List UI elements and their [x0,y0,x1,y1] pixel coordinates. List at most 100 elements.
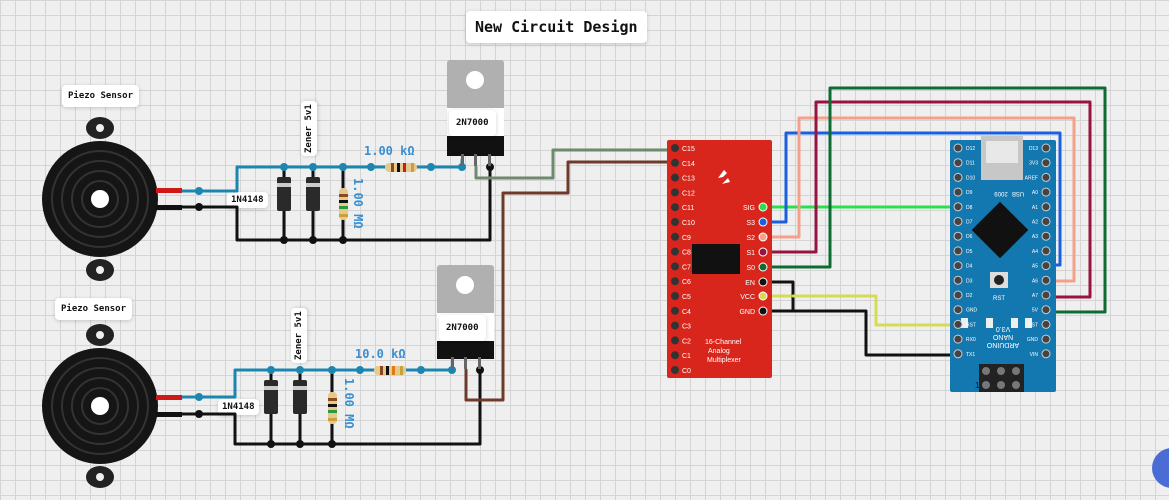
resistor-1m-1[interactable] [339,188,348,220]
nano-pin-label: RST [966,322,976,328]
wire-vcc-5v [761,294,959,327]
wire-mosfet2-c14 [464,160,676,402]
nano-pin-right-a3[interactable] [1041,231,1051,241]
zener-diode-2[interactable] [293,380,307,414]
mux-pin-c2[interactable] [671,336,679,345]
nano-pin-left-rst[interactable] [953,319,963,329]
nano-pin-right-a0[interactable] [1041,187,1051,197]
mux-pin-gnd[interactable] [758,306,768,316]
mux-pin-c10[interactable] [671,218,679,226]
nano-pin-label: GND [966,308,978,314]
mux-pin-label: C14 [682,161,695,168]
nano-usb-text: USB [1012,190,1024,196]
zener-diode-1[interactable] [306,177,320,211]
nano-pin-left-d10[interactable] [953,172,963,182]
piezo-sensor-2[interactable] [42,324,182,488]
nano-pin-left-d5[interactable] [953,246,963,256]
diode-1n4148-2[interactable] [264,380,278,414]
mux-pin-label: C11 [682,205,694,212]
diode-label-1: 1N4148 [227,192,268,208]
nano-year: 2009 [994,190,1008,196]
nano-pin-right-3v3[interactable] [1041,158,1051,168]
nano-pin-right-a2[interactable] [1041,217,1051,226]
resistor-1m-2[interactable] [328,392,337,424]
mux-pin-c0[interactable] [671,366,679,374]
mux-pin-c12[interactable] [671,188,679,197]
nano-pin-right-5v[interactable] [1041,305,1051,315]
mux-pin-c1[interactable] [671,351,679,360]
nano-pin-label: 5V [1032,308,1039,314]
nano-pin-right-d13[interactable] [1041,143,1051,153]
nano-pin-label: D2 [966,293,973,299]
nano-pin-label: RX0 [966,337,976,343]
mux-pin-label: C10 [682,220,695,227]
mux-pin-s2[interactable] [758,232,768,242]
nano-pin-left-tx1[interactable] [953,349,963,359]
nano-board-text-3: V3.0 [996,325,1011,332]
mux-pin-en[interactable] [758,277,768,287]
resistor-1k[interactable] [385,163,417,172]
nano-rst-label: RST [993,296,1005,302]
mux-pin-label: VCC [740,294,755,301]
nano-pin-right-a5[interactable] [1041,261,1051,271]
mux-pin-s1[interactable] [758,247,768,257]
resistor-value-2: 10.0 kΩ [355,347,406,361]
nano-pin-left-d2[interactable] [953,290,963,300]
nano-pin-right-a1[interactable] [1041,202,1051,212]
mux-pin-label: C8 [682,250,691,257]
mux-pin-c11[interactable] [671,203,679,212]
nano-pin-label: VIN [1030,352,1039,358]
diode-1n4148-1[interactable] [277,177,291,211]
mux-pin-s0[interactable] [758,262,768,272]
nano-pin-left-d9[interactable] [953,187,963,197]
help-button[interactable] [1152,448,1169,488]
mux-pin-c5[interactable] [671,292,679,300]
nano-pin-right-a6[interactable] [1041,275,1051,285]
mux-pin-sig[interactable] [758,202,768,212]
nano-pin-left-d6[interactable] [953,231,963,241]
mux-pin-c3[interactable] [671,321,679,330]
mux-pin-c13[interactable] [671,173,679,182]
nano-pin-label: 3V3 [1029,161,1038,167]
nano-pin-right-aref[interactable] [1041,172,1051,182]
nano-pin-label: A1 [1032,205,1038,211]
piezo-sensor-1[interactable] [42,117,182,281]
nano-pin-right-rst[interactable] [1041,319,1051,329]
mux-pin-c6[interactable] [671,277,679,286]
nano-pin-left-rx0[interactable] [953,334,963,344]
wire-s0-d5 [761,86,1107,314]
nano-pin-label: D6 [966,234,973,240]
nano-pin-left-d11[interactable] [953,158,963,168]
nano-pin-right-gnd[interactable] [1041,334,1051,344]
mux-pin-vcc[interactable] [758,291,768,301]
nano-pin-left-d12[interactable] [953,143,963,153]
mosfet-label-2: 2N7000 [439,315,486,341]
arduino-nano-board[interactable]: 2009 USB RST ARDUINO NANO V3.0 1 D12D11D… [950,136,1056,392]
nano-pin-right-a4[interactable] [1041,246,1051,256]
nano-pin-label: D11 [966,161,975,167]
nano-pin-left-d4[interactable] [953,261,963,271]
mux-pin-s3[interactable] [758,217,768,227]
nano-pin-right-vin[interactable] [1041,349,1051,359]
nano-pin-right-a7[interactable] [1041,290,1051,300]
nano-pin-left-d8[interactable] [953,202,963,212]
nano-pin-label: AREF [1025,175,1038,181]
mux-pin-c7[interactable] [671,262,679,271]
mux-pin-c9[interactable] [671,232,679,241]
nano-pin-left-d7[interactable] [953,217,963,226]
nano-pin-left-gnd[interactable] [953,305,963,315]
nano-pin-left-d3[interactable] [953,275,963,285]
diagram-title: New Circuit Design [466,11,647,43]
mux-pin-c4[interactable] [671,306,679,315]
resistor-10k[interactable] [374,366,406,375]
nano-pin-label: A7 [1032,293,1038,299]
mux-pin-c14[interactable] [671,158,679,167]
mux-pin-c15[interactable] [671,144,679,152]
wire-s2-d3 [761,116,1076,283]
mux-pin-c8[interactable] [671,247,679,256]
piezo-label-2: Piezo Sensor [55,298,133,320]
